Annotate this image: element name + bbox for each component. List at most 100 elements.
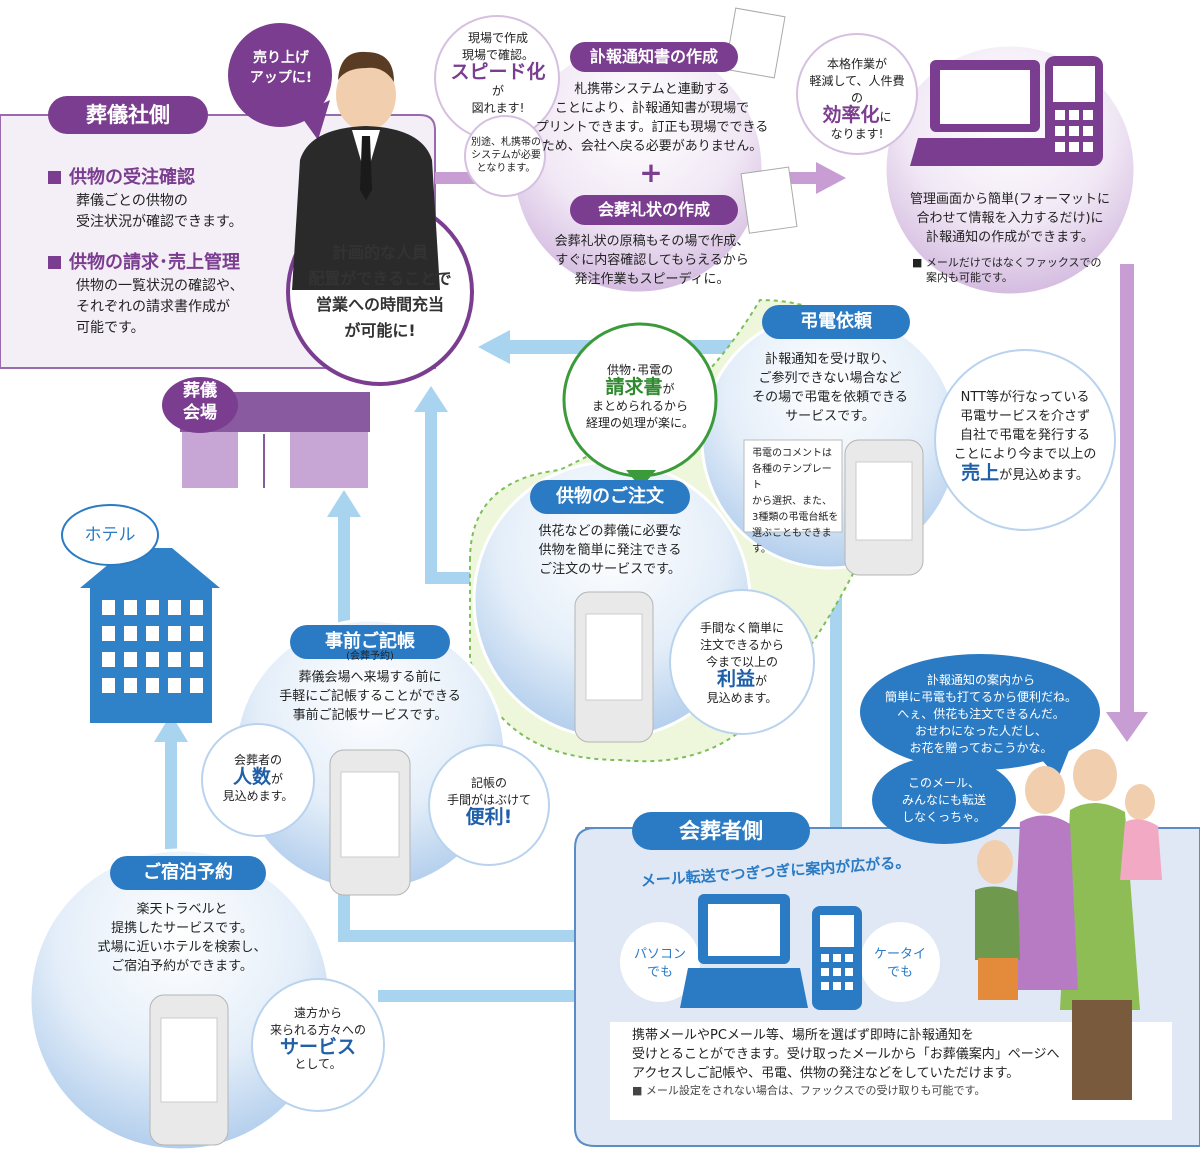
invoice-emphasis: 請求書 xyxy=(605,376,663,398)
card-title: 会葬礼状の作成 xyxy=(570,195,738,225)
ntt-line: 自社で弔電を発行する xyxy=(959,428,1090,443)
item-line: 受注状況が確認できます。 xyxy=(76,214,243,230)
lodging-line: ご宿泊予約ができます。 xyxy=(111,959,253,974)
bullet-square-icon xyxy=(48,256,61,269)
funeral-item-billing: 供物の請求･売上管理 供物の一覧状況の確認や、 それぞれの請求書作成が 可能です… xyxy=(48,250,338,339)
efficiency-text: 管理画面から簡単(フォーマットに 合わせて情報を入力するだけ)に 訃報通知の作成… xyxy=(895,190,1125,247)
pc-label: パソコン でも xyxy=(625,946,695,982)
item-line: 葬儀ごとの供物の xyxy=(76,193,188,209)
ntt-line: 弔電サービスを介さず xyxy=(959,409,1090,424)
telegram-note-line: 弔電のコメントは xyxy=(752,448,832,459)
funeral-item-order: 供物の受注確認 葬儀ごとの供物の 受注状況が確認できます。 xyxy=(48,165,338,233)
telegram-note-line: 3種類の弔電台紙を xyxy=(752,512,839,523)
attendance-bubble xyxy=(201,723,315,837)
family-speech-line: 簡単に弔電も打てるから便利だね。 xyxy=(884,690,1077,704)
telegram-line: その場で弔電を依頼できる xyxy=(752,390,908,405)
invoice-line: 供物･弔電の xyxy=(606,363,673,377)
speed-line: が xyxy=(491,84,504,98)
lodging-title: ご宿泊予約 xyxy=(110,856,266,890)
forward-speech-line: みんなにも転送 xyxy=(901,793,986,807)
attendee-line: アクセスしご記帳や、弔電、供物の発注などをしていただけます。 xyxy=(632,1066,1020,1081)
speech-bubble-sales xyxy=(228,23,332,127)
attendance-line: 見込めます。 xyxy=(222,789,294,803)
mobile-label-line: ケータイ xyxy=(873,947,926,962)
ntt-line: が見込めます。 xyxy=(999,468,1089,483)
forward-speech-text: このメール、 みんなにも転送 しなくっちゃ。 xyxy=(884,775,1004,826)
profit-line: 注文できるから xyxy=(700,638,784,652)
ntt-bubble xyxy=(934,349,1116,531)
staffing-text: 計画的な人員 配置ができることで 営業への時間充当 が可能に! xyxy=(300,240,460,344)
convenience-line: 手間がはぶけて xyxy=(446,793,531,807)
speed-note-line: となります。 xyxy=(476,163,536,174)
staffing-line: 配置ができることで xyxy=(308,269,452,288)
mobile-icon-attendee xyxy=(812,906,862,1010)
efficiency-desc-line: 合わせて情報を入力するだけ)に xyxy=(916,211,1104,226)
phone-lodging xyxy=(149,994,229,1146)
ntt-text: NTT等が行なっている 弔電サービスを介さず 自社で弔電を発行する ことにより今… xyxy=(945,388,1105,485)
forward-speech-line: このメール、 xyxy=(907,776,980,790)
arrow-offering-up xyxy=(425,410,437,580)
pc-bubble xyxy=(620,922,700,1002)
phone-registry xyxy=(329,749,411,896)
ntt-emphasis: 売上 xyxy=(961,462,1000,484)
attendee-side-title: 会葬者側 xyxy=(632,812,810,850)
notice-line: 札携帯システムと連動する xyxy=(574,82,730,97)
profit-text: 手間なく簡単に 注文できるから 今まで以上の 利益が 見込めます。 xyxy=(690,620,794,707)
arrow-head-efficiency xyxy=(816,162,846,194)
family-speech-line: 訃報通知の案内から xyxy=(926,673,1035,687)
funeral-side-title: 葬儀社側 xyxy=(48,96,208,134)
attendee-line: 受けとることができます。受け取ったメールから「お葬儀案内」ページへ xyxy=(632,1047,1060,1062)
attendance-text: 会葬者の 人数が 見込めます。 xyxy=(212,752,304,805)
efficiency-emphasis: 効率化 xyxy=(822,104,880,126)
forward-speech-line: しなくっちゃ。 xyxy=(902,810,986,824)
offering-line: ご注文のサービスです。 xyxy=(539,562,681,577)
mobile-label: ケータイ でも xyxy=(865,946,935,982)
profit-bubble xyxy=(669,589,815,735)
laptop-icon-attendee xyxy=(680,894,808,1008)
registry-subtitle: (会葬予約) xyxy=(346,651,394,662)
telegram-note: 弔電のコメントは 各種のテンプレート から選択、また、 3種類の弔電台紙を 選ぶ… xyxy=(752,446,840,558)
mobile-icon-admin xyxy=(1045,56,1103,166)
card-line: すぐに内容確認してもらえるから xyxy=(555,253,749,268)
profit-emphasis: 利益 xyxy=(716,668,755,690)
plus-sign: + xyxy=(639,156,663,189)
telegram-note-line: から選択、また、 xyxy=(752,496,832,507)
speed-note: 別途、札携帯の システムが必要 となります。 xyxy=(470,136,542,175)
speed-note-line: 別途、札携帯の xyxy=(471,137,541,148)
family-speech-line: おせわになった人だし、 xyxy=(914,724,1047,738)
item-line: 可能です。 xyxy=(76,320,145,336)
attendance-line: 会葬者の xyxy=(233,753,282,767)
registry-line: 事前ご記帳サービスです。 xyxy=(292,708,448,723)
mobile-label-line: でも xyxy=(886,965,913,980)
laptop-icon-admin xyxy=(910,60,1060,166)
lodging-line: 楽天トラベルと xyxy=(136,902,228,917)
registry-line: 手軽にご記帳することができる xyxy=(279,689,461,704)
telegram-title: 弔電依頼 xyxy=(762,305,910,339)
notice-line: ため、会社へ戻る必要がありません。 xyxy=(541,139,763,154)
family-speech-text: 訃報通知の案内から 簡単に弔電も打てるから便利だね。 へぇ、供花も注文できるんだ… xyxy=(868,672,1094,757)
profit-line: が xyxy=(755,674,768,688)
efficiency-line: に xyxy=(879,110,892,124)
speed-line: 図れます! xyxy=(471,101,525,115)
family-illustration xyxy=(975,749,1162,1100)
efficiency-note: ■ メールだけではなくファックスでの 案内も可能です。 xyxy=(912,255,1112,285)
attendee-note: ■ メール設定をされない場合は、ファックスでの受け取りも可能です。 xyxy=(632,1084,986,1097)
convenience-bubble xyxy=(428,744,550,866)
sales-speech: 売り上げ アップに! xyxy=(238,48,324,88)
mobile-bubble xyxy=(860,922,940,1002)
family-speech-line: お花を贈っておこうかな。 xyxy=(909,741,1053,755)
efficiency-bubble-text: 本格作業が 軽減して、人件費の 効率化に なります! xyxy=(805,56,909,143)
lodging-line: 式場に近いホテルを検索し、 xyxy=(97,940,267,955)
card-line: 会葬礼状の原稿もその場で作成、 xyxy=(554,234,750,249)
service-line: 来られる方々への xyxy=(269,1023,366,1037)
invoice-line: まとめられるから xyxy=(591,399,688,413)
speed-text: 現場で作成 現場で確認。 スピード化が 図れます! xyxy=(448,30,548,117)
phone-offering xyxy=(574,591,654,743)
profit-line: 今まで以上の xyxy=(705,655,778,669)
family-speech-line: へぇ、供花も注文できるんだ。 xyxy=(897,707,1065,721)
telegram-note-line: 選ぶこともできます。 xyxy=(752,528,832,555)
venue-label-line: 葬儀 xyxy=(183,381,217,401)
convenience-emphasis: 便利! xyxy=(465,806,513,828)
service-emphasis: サービス xyxy=(279,1036,356,1058)
